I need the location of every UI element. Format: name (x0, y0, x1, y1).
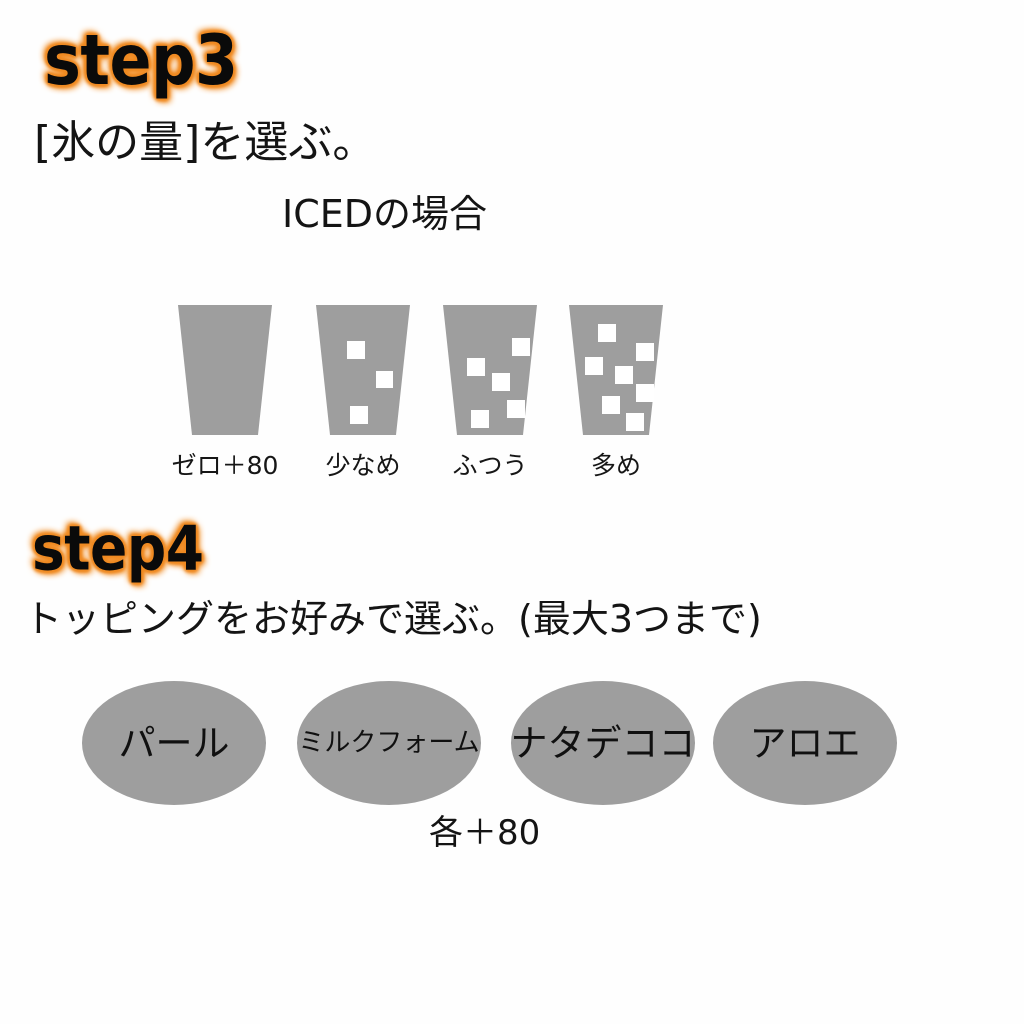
cup-icon (443, 305, 537, 435)
topping-options: パール ミルクフォームナタデココ アロエ (0, 681, 1024, 809)
ice-cube-4 (615, 366, 633, 384)
ice-option-2[interactable]: 少なめ (298, 300, 428, 482)
ice-cube-5 (471, 410, 489, 428)
ice-cube-1 (598, 324, 616, 342)
ice-cube-6 (602, 396, 620, 414)
cup-caption: 多め (590, 451, 641, 480)
ice-cube-2 (376, 371, 393, 388)
topping-chip-2[interactable]: ミルクフォーム (297, 681, 481, 805)
ice-cube-1 (512, 338, 530, 356)
ice-cube-1 (347, 341, 365, 359)
cup-body (316, 305, 410, 435)
ice-amount-instruction: [氷の量]を選ぶ。 (34, 117, 377, 168)
cup-caption: ふつう (452, 451, 528, 480)
topping-chip-3[interactable]: ナタデココ (510, 681, 696, 805)
topping-label: ナタデココ (510, 721, 696, 765)
topping-label: ミルクフォーム (298, 728, 480, 758)
cup-icon (316, 305, 410, 435)
ice-cube-2 (636, 343, 654, 361)
topping-label: アロエ (749, 721, 861, 765)
topping-label: パール (118, 721, 230, 765)
ice-cube-5 (636, 384, 654, 402)
ice-cube-3 (350, 406, 368, 424)
cup-caption: 少なめ (325, 451, 401, 480)
cup-icon (178, 305, 272, 435)
cup-icon (569, 305, 663, 435)
ice-option-1[interactable]: ゼロ＋80 (160, 300, 290, 482)
ice-cube-4 (507, 400, 525, 418)
ice-cube-2 (467, 358, 485, 376)
step3-heading: step3 (44, 19, 238, 102)
topping-instruction: トッピングをお好みで選ぶ。(最大3つまで) (24, 597, 762, 641)
step4-heading: step4 (32, 512, 204, 585)
ice-option-4[interactable]: 多め (551, 300, 681, 482)
topping-chip-4[interactable]: アロエ (713, 681, 897, 805)
ice-option-3[interactable]: ふつう (425, 300, 555, 482)
ice-cube-7 (626, 413, 644, 431)
ice-cube-3 (492, 373, 510, 391)
cup-body (178, 305, 272, 435)
ice-amount-options: ゼロ＋80 少なめ ふつう 多め (0, 300, 1024, 490)
ice-cube-3 (585, 357, 603, 375)
cup-caption: ゼロ＋80 (171, 451, 279, 480)
topping-price-note: 各＋80 (429, 813, 541, 853)
topping-chip-1[interactable]: パール (82, 681, 266, 805)
iced-case-subheading: ICEDの場合 (282, 192, 488, 236)
